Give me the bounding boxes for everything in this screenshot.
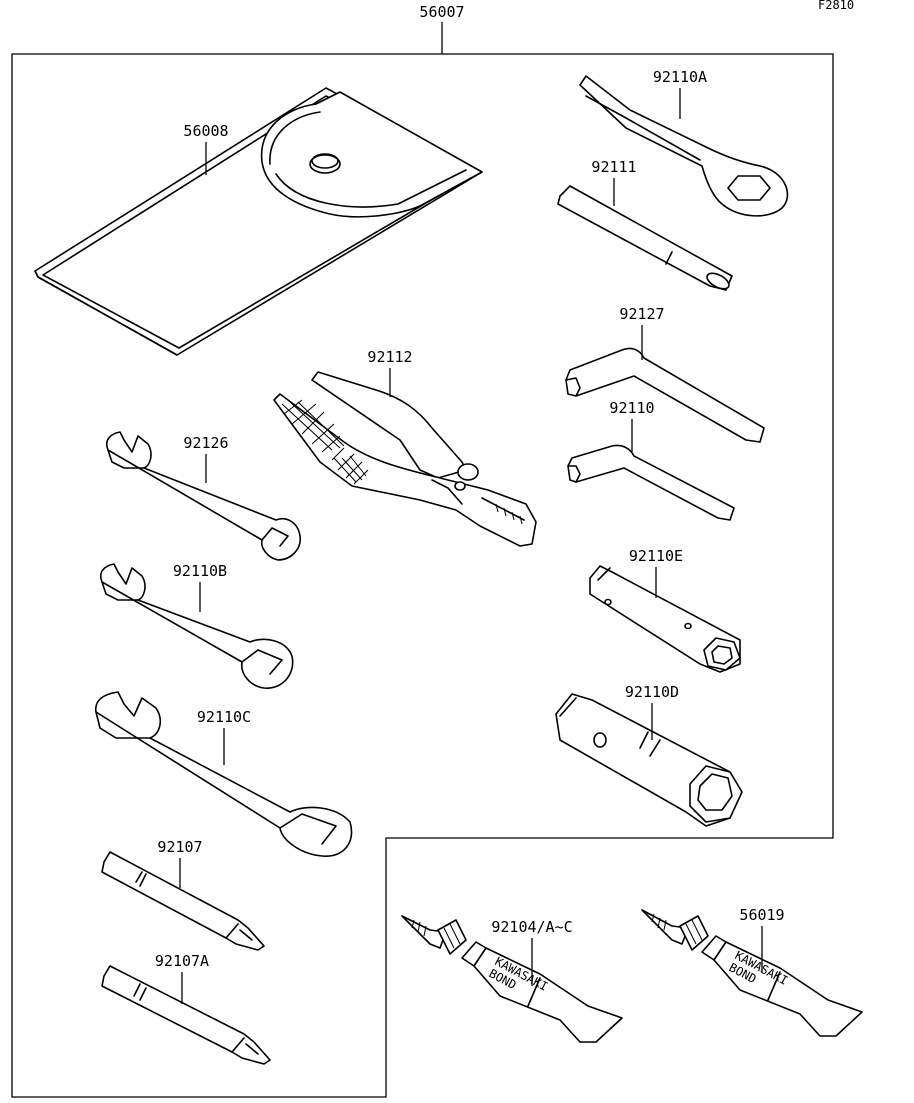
part-label-92110: 92110 <box>609 399 654 417</box>
box-wrench[interactable] <box>579 75 789 217</box>
wrench-large[interactable] <box>94 691 353 857</box>
tool-pouch[interactable] <box>34 87 483 356</box>
handle-bar[interactable] <box>557 185 733 292</box>
part-label-92111: 92111 <box>591 158 636 176</box>
part-label-92126: 92126 <box>183 434 228 452</box>
tool-kit-outline <box>11 53 834 1098</box>
wrench-medium[interactable] <box>99 563 294 689</box>
part-label-92110B: 92110B <box>173 562 227 580</box>
part-label-92112: 92112 <box>367 348 412 366</box>
part-label-92110E: 92110E <box>629 547 683 565</box>
spark-plug-wrench-large[interactable] <box>555 693 743 827</box>
part-label-56008: 56008 <box>183 122 228 140</box>
part-label-92127: 92127 <box>619 305 664 323</box>
figure-code: F2810 <box>818 0 854 12</box>
part-label-56019: 56019 <box>739 906 784 924</box>
hex-key-large[interactable] <box>565 347 765 443</box>
bond-tube-56019[interactable]: KAWASAKI BOND <box>641 909 863 1037</box>
part-label-92107A: 92107A <box>155 952 209 970</box>
assembly-part-number: 56007 <box>419 3 464 21</box>
part-label-92104: 92104/A~C <box>491 918 572 936</box>
part-label-92110A: 92110A <box>653 68 707 86</box>
part-label-92110D: 92110D <box>625 683 679 701</box>
hex-key-small[interactable] <box>567 444 735 521</box>
part-label-92110C: 92110C <box>197 708 251 726</box>
spark-plug-wrench-small[interactable] <box>589 565 741 673</box>
part-label-92107: 92107 <box>157 838 202 856</box>
screwdriver-a[interactable] <box>101 965 271 1065</box>
bond-tube-92104[interactable]: KAWASAKI BOND <box>401 915 623 1043</box>
screwdriver[interactable] <box>101 851 265 951</box>
pliers[interactable] <box>273 371 537 547</box>
wrench-small[interactable] <box>105 431 301 561</box>
